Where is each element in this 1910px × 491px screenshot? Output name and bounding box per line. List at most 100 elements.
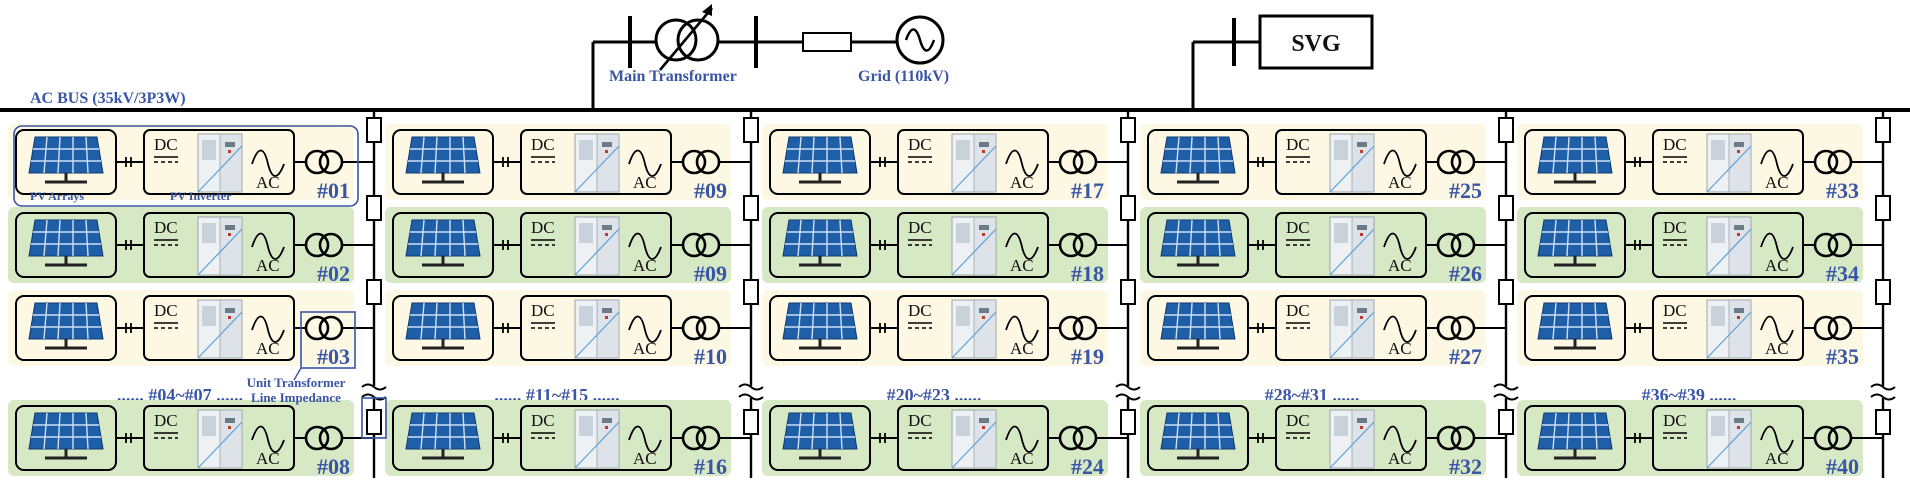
pv-unit-row: DC AC #10 — [385, 290, 751, 369]
dc-label: DC — [531, 411, 555, 430]
line-impedance — [1120, 279, 1136, 305]
unit-number: #03 — [317, 344, 350, 369]
feeder-column: ...... #04~#07 ......DCAC#01DCAC#02DCAC#… — [8, 110, 387, 479]
unit-number: #40 — [1826, 454, 1859, 479]
inverter-cabinet-icon — [1706, 409, 1752, 469]
ac-wave-icon — [1760, 315, 1794, 343]
ac-wave-icon — [628, 425, 662, 453]
ac-wave-icon — [1005, 149, 1039, 177]
pv-inverter: DC AC — [520, 212, 672, 278]
inverter-cabinet-icon — [951, 409, 997, 469]
dc-label: DC — [531, 301, 555, 320]
ac-label: AC — [633, 449, 657, 468]
ac-wave-icon — [1005, 232, 1039, 260]
inverter-cabinet-icon — [1706, 216, 1752, 276]
dc-label: DC — [1663, 301, 1687, 320]
ac-wave-icon — [1383, 232, 1417, 260]
dc-label: DC — [1663, 135, 1687, 154]
main-transformer-label: Main Transformer — [609, 68, 737, 85]
unit-number: #09 — [694, 261, 727, 286]
unit-number: #26 — [1449, 261, 1482, 286]
ac-wave-icon — [251, 425, 285, 453]
inverter-cabinet-icon — [1329, 409, 1375, 469]
unit-number: #01 — [317, 178, 350, 203]
unit-number: #16 — [694, 454, 727, 479]
unit-number: #27 — [1449, 344, 1482, 369]
unit-number: #25 — [1449, 178, 1482, 203]
line-impedance — [743, 279, 759, 305]
inverter-cabinet-icon — [574, 133, 620, 193]
line-impedance — [366, 117, 382, 143]
ac-wave-icon — [1760, 425, 1794, 453]
dc-label: DC — [531, 135, 555, 154]
unit-number: #24 — [1071, 454, 1104, 479]
ac-label: AC — [633, 173, 657, 192]
inverter-cabinet-icon — [1329, 133, 1375, 193]
dc-label: DC — [154, 411, 178, 430]
ac-wave-icon — [628, 149, 662, 177]
line-impedance — [1120, 409, 1136, 435]
inverter-cabinet-icon — [1329, 216, 1375, 276]
ac-label: AC — [1010, 449, 1034, 468]
dc-label: DC — [908, 135, 932, 154]
dc-label: DC — [908, 301, 932, 320]
pv-unit-row: DC AC #03 — [8, 290, 374, 369]
unit-number: #18 — [1071, 261, 1104, 286]
feeder-column: ...... #11~#15 ......DCAC#09DCAC#09DCAC#… — [385, 110, 764, 479]
inverter-cabinet-icon — [951, 133, 997, 193]
ac-wave-icon — [251, 232, 285, 260]
dc-label: DC — [154, 301, 178, 320]
ac-label: AC — [256, 173, 280, 192]
ac-label: AC — [1388, 256, 1412, 275]
unit-number: #08 — [317, 454, 350, 479]
ac-label: AC — [633, 256, 657, 275]
inverter-cabinet-icon — [574, 216, 620, 276]
ac-label: AC — [1388, 339, 1412, 358]
line-impedance — [1120, 117, 1136, 143]
line-impedance — [366, 195, 382, 221]
grid-impedance — [802, 32, 852, 52]
unit-number: #10 — [694, 344, 727, 369]
ac-label: AC — [1010, 339, 1034, 358]
ac-label: AC — [256, 339, 280, 358]
ac-bus-label: AC BUS (35kV/3P3W) — [30, 90, 186, 107]
pv-unit-row: DC AC #09 — [385, 207, 751, 286]
feeder-column: #36~#39 ......DCAC#33DCAC#34DCAC#35DCAC#… — [1517, 110, 1896, 479]
unit-transformer-label: Unit Transformer — [247, 375, 346, 390]
ac-label: AC — [1765, 449, 1789, 468]
line-impedance — [1875, 117, 1891, 143]
line-impedance — [1498, 195, 1514, 221]
dc-label: DC — [531, 218, 555, 237]
feeder-break-mark — [1870, 383, 1896, 401]
ac-label: AC — [633, 339, 657, 358]
dc-label: DC — [1663, 411, 1687, 430]
ac-wave-icon — [628, 315, 662, 343]
dc-label: DC — [908, 218, 932, 237]
dc-label: DC — [908, 411, 932, 430]
line-impedance — [743, 117, 759, 143]
unit-number: #17 — [1071, 178, 1104, 203]
grid-label: Grid (110kV) — [858, 68, 949, 85]
inverter-cabinet-icon — [574, 409, 620, 469]
inverter-cabinet-icon — [951, 216, 997, 276]
feeder-break-mark — [1493, 383, 1519, 401]
inverter-cabinet-icon — [951, 299, 997, 359]
feeder-column: #20~#23 ......DCAC#17DCAC#18DCAC#19DCAC#… — [762, 110, 1141, 479]
pv-inverter: DC AC — [520, 405, 672, 471]
unit-number: #33 — [1826, 178, 1859, 203]
ac-label: AC — [1388, 449, 1412, 468]
grid-source-icon — [895, 15, 945, 65]
unit-number: #34 — [1826, 261, 1859, 286]
feeder-break-mark — [361, 383, 387, 401]
ac-wave-icon — [251, 315, 285, 343]
line-impedance — [743, 409, 759, 435]
